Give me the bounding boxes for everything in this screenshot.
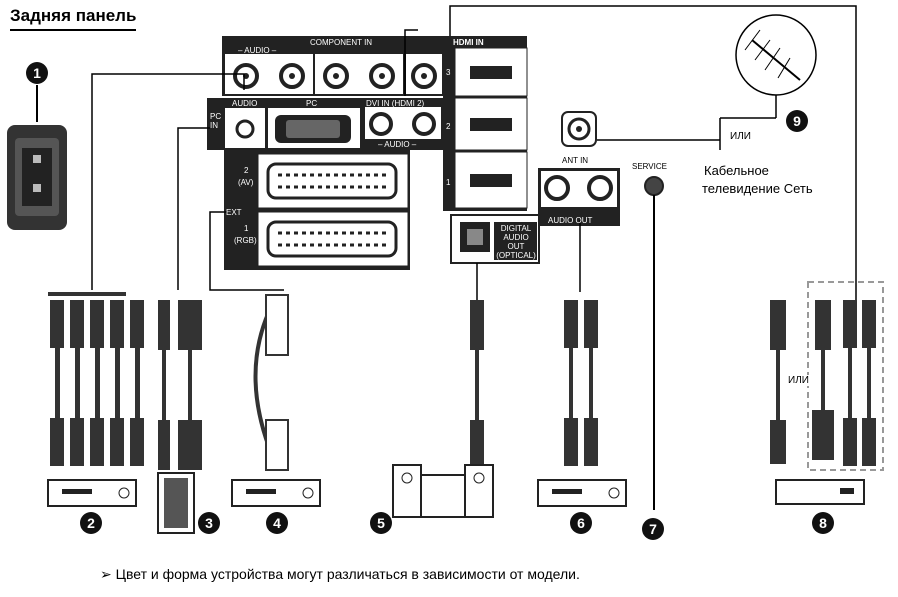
ext1-sub-label: (RGB)	[234, 236, 257, 245]
callout-4: 4	[266, 512, 288, 534]
jack[interactable]	[369, 63, 395, 89]
hdmi-in-panel	[443, 36, 528, 211]
antenna-icon	[735, 14, 817, 96]
hdmi-3-label: 3	[446, 68, 451, 77]
callout-7: 7	[642, 518, 664, 540]
ant-in-label: ANT IN	[562, 156, 589, 165]
dvd-player-icon	[775, 479, 865, 505]
ext2-sub-label: (AV)	[238, 178, 254, 187]
vcr-device-icon	[231, 479, 321, 507]
component-cable	[48, 292, 144, 466]
component-in-panel	[222, 36, 444, 96]
callout-8: 8	[812, 512, 834, 534]
hdmi-cable	[770, 300, 876, 466]
dvi-audio-panel	[362, 98, 443, 150]
component-audio-label: – AUDIO –	[238, 46, 277, 55]
callout-6: 6	[570, 512, 592, 534]
pc-in-label: PC IN	[210, 112, 222, 130]
page-title: Задняя панель	[10, 6, 137, 31]
scart-ext-panel	[224, 150, 410, 270]
ext2-label: 2	[244, 166, 249, 175]
pc-in-panel	[207, 98, 362, 150]
dvi-in-label: DVI IN (HDMI 2)	[366, 99, 425, 108]
jack[interactable]	[233, 63, 259, 89]
audio-label: AUDIO	[232, 99, 258, 108]
hdmi-2-label: 2	[446, 122, 451, 131]
footnote: ➢ Цвет и форма устройства могут различат…	[100, 566, 580, 583]
pc-cable	[158, 300, 202, 470]
vcr-device-icon	[47, 479, 137, 507]
digital-audio-out-label: DIGITAL AUDIO OUT (OPTICAL)	[496, 224, 536, 260]
pc-label: PC	[306, 99, 318, 108]
ext-label: EXT	[226, 208, 242, 217]
audio-out-label: AUDIO OUT	[548, 216, 593, 225]
antenna-or-label: ИЛИ	[730, 131, 751, 142]
digital-audio-out-panel	[450, 214, 540, 264]
audio-system-icon	[392, 464, 494, 518]
component-in-label: COMPONENT IN	[310, 38, 373, 47]
cable-tv-label-1: Кабельное	[704, 163, 769, 178]
cable-tv-label-2: телевидение Сеть	[702, 181, 813, 196]
service-port[interactable]	[644, 176, 664, 196]
ext1-label: 1	[244, 224, 249, 233]
optical-cable	[470, 300, 484, 470]
jack[interactable]	[411, 63, 437, 89]
ant-in-jack[interactable]	[561, 111, 597, 147]
pc-tower-icon	[157, 472, 195, 534]
hdmi-or-label: ИЛИ	[788, 375, 809, 386]
callout-9: 9	[786, 110, 808, 132]
arrow-icon: ➢	[100, 566, 116, 582]
footnote-text: Цвет и форма устройства могут различатьс…	[115, 566, 580, 582]
callout-1: 1	[26, 62, 48, 84]
service-label: SERVICE	[632, 162, 667, 171]
jack[interactable]	[279, 63, 305, 89]
scart-cable	[253, 294, 289, 471]
callout-2: 2	[80, 512, 102, 534]
hdmi-in-label: HDMI IN	[453, 38, 484, 47]
hdmi-1-label: 1	[446, 178, 451, 187]
vcr-device-icon	[537, 479, 627, 507]
audio-cable	[564, 300, 598, 466]
audio-out-panel	[538, 168, 620, 226]
callout-5: 5	[370, 512, 392, 534]
jack[interactable]	[323, 63, 349, 89]
power-socket	[7, 125, 67, 230]
dvi-audio-label: – AUDIO –	[378, 140, 417, 149]
callout-3: 3	[198, 512, 220, 534]
